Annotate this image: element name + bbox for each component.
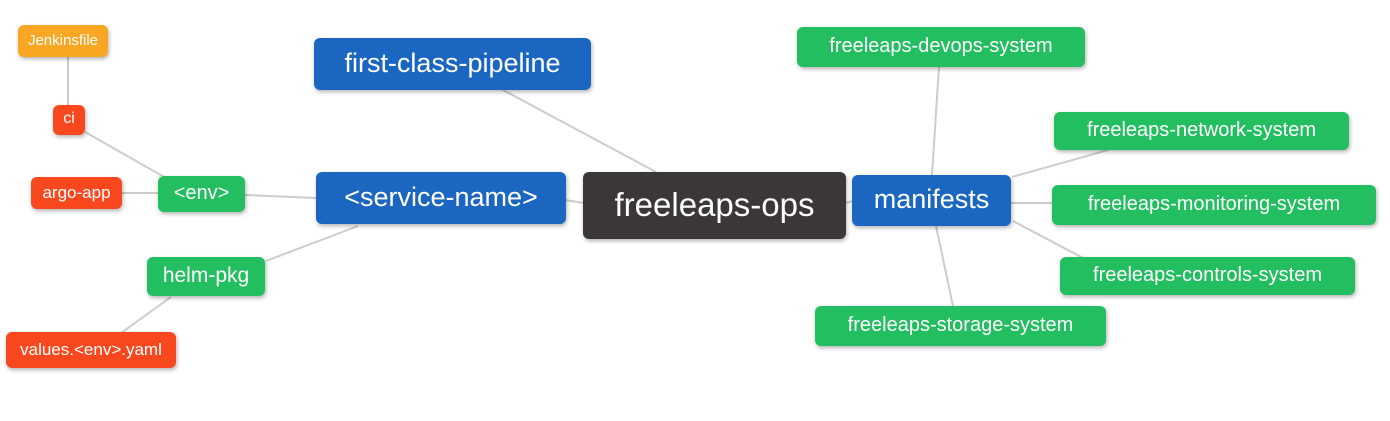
node-env[interactable]: <env> xyxy=(158,176,245,212)
node-first-class-pipeline[interactable]: first-class-pipeline xyxy=(314,38,591,90)
node-freeleaps-network-system[interactable]: freeleaps-network-system xyxy=(1054,112,1349,150)
node-manifests[interactable]: manifests xyxy=(852,175,1011,226)
edge-manifests-controls xyxy=(1012,220,1084,259)
node-freeleaps-storage-system[interactable]: freeleaps-storage-system xyxy=(815,306,1106,346)
node-freeleaps-ops[interactable]: freeleaps-ops xyxy=(583,172,846,239)
edge-freeleaps-ops-manifests xyxy=(844,200,854,204)
edge-service-freeleaps-ops xyxy=(564,199,585,204)
edge-manifests-storage xyxy=(935,225,954,307)
edge-env-service-name xyxy=(244,194,317,199)
node-ci[interactable]: ci xyxy=(53,105,85,135)
edge-values-helm-pkg xyxy=(120,296,172,334)
edge-pipeline-freeleaps-ops xyxy=(502,89,657,173)
node-freeleaps-controls-system[interactable]: freeleaps-controls-system xyxy=(1060,257,1355,295)
edges-group xyxy=(67,56,1109,334)
edge-helm-pkg-service-name xyxy=(265,225,359,262)
edge-manifests-network xyxy=(1011,149,1109,178)
node-freeleaps-devops-system[interactable]: freeleaps-devops-system xyxy=(797,27,1085,67)
node-values-env-yaml[interactable]: values.<env>.yaml xyxy=(6,332,176,368)
node-helm-pkg[interactable]: helm-pkg xyxy=(147,257,265,296)
node-argo-app[interactable]: argo-app xyxy=(31,177,122,209)
edge-manifests-devops xyxy=(931,65,940,176)
edge-ci-env xyxy=(84,131,167,179)
node-freeleaps-monitoring-system[interactable]: freeleaps-monitoring-system xyxy=(1052,185,1376,225)
node-service-name[interactable]: <service-name> xyxy=(316,172,566,224)
node-jenkinsfile[interactable]: Jenkinsfile xyxy=(18,25,108,57)
